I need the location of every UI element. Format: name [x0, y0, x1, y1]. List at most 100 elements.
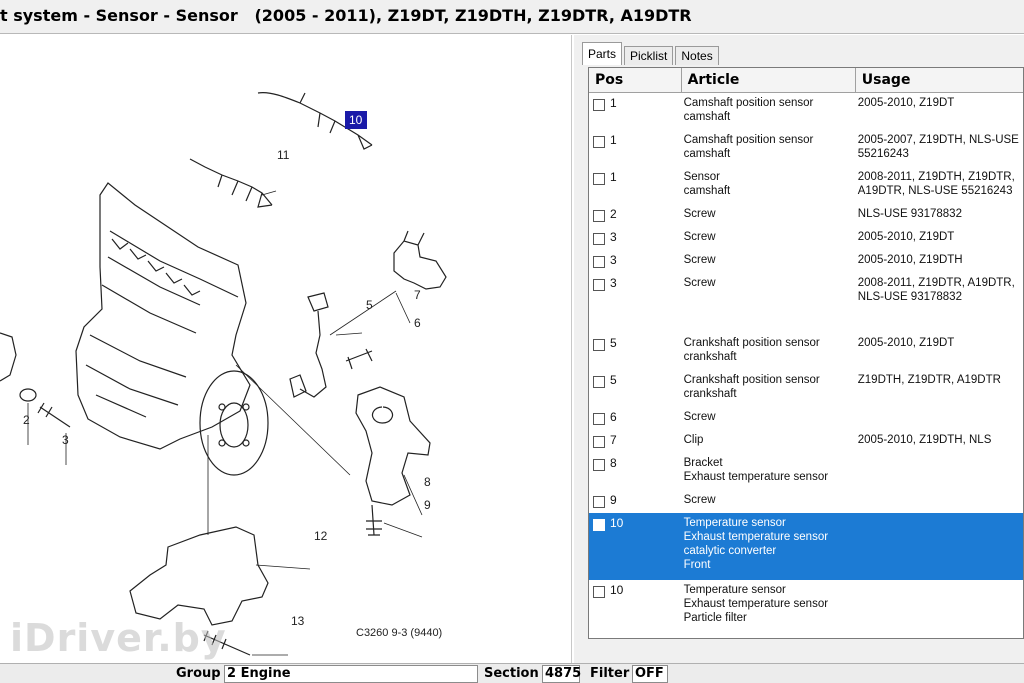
row-checkbox[interactable] [593, 459, 605, 471]
part-9-screw [366, 504, 382, 536]
row-article-line: Clip [683, 434, 704, 446]
column-header-article[interactable]: Article [682, 68, 856, 92]
row-article-line: Bracket [683, 457, 723, 469]
row-usage-cell [856, 407, 1023, 430]
row-usage-cell: 2008-2011, Z19DTR, A19DTR,NLS-USE 931788… [856, 273, 1023, 333]
tab-bar: Parts Picklist Notes [582, 41, 721, 65]
row-usage-cell: 2005-2010, Z19DT [856, 227, 1023, 250]
row-article-line: camshaft [683, 148, 731, 160]
row-pos-cell: 1 [589, 167, 682, 204]
row-article-line: Screw [683, 208, 716, 220]
part-10-sensor [257, 92, 373, 150]
part-6-screw [345, 348, 373, 370]
row-pos-cell: 1 [589, 130, 682, 167]
row-pos: 3 [610, 276, 617, 290]
group-field[interactable]: 2 Engine [224, 665, 478, 683]
row-usage-line: 2005-2010, Z19DT [857, 97, 955, 109]
row-usage-cell [856, 580, 1023, 632]
callout-2[interactable]: 2 [23, 413, 30, 427]
row-pos-cell: 8 [589, 453, 682, 490]
filter-field[interactable]: OFF [632, 665, 668, 683]
tab-notes[interactable]: Notes [675, 46, 719, 65]
part-5-sensor [289, 292, 329, 398]
callout-6[interactable]: 6 [414, 316, 421, 330]
callout-11[interactable]: 11 [277, 148, 290, 162]
row-usage-line: A19DTR, NLS-USE 55216243 [857, 185, 1013, 197]
section-field[interactable]: 4875 [542, 665, 581, 683]
row-pos: 1 [610, 96, 617, 110]
group-label: Group [176, 666, 221, 681]
row-pos: 1 [610, 170, 617, 184]
row-checkbox[interactable] [593, 376, 605, 388]
callout-8[interactable]: 8 [424, 475, 431, 489]
row-checkbox[interactable] [593, 136, 605, 148]
row-checkbox[interactable] [593, 496, 605, 508]
tab-picklist[interactable]: Picklist [624, 46, 674, 65]
callout-12[interactable]: 12 [314, 529, 328, 543]
row-article-line: Screw [683, 411, 716, 423]
row-checkbox[interactable] [593, 210, 605, 222]
row-article-cell: Screw [682, 273, 856, 333]
row-checkbox[interactable] [593, 279, 605, 291]
row-article-line: Exhaust temperature sensor [683, 531, 829, 543]
column-header-usage[interactable]: Usage [861, 72, 911, 88]
row-checkbox[interactable] [593, 413, 605, 425]
callout-7[interactable]: 7 [414, 288, 421, 302]
callout-10[interactable]: 10 [349, 113, 363, 127]
tab-parts[interactable]: Parts [582, 42, 623, 65]
callout-13[interactable]: 13 [291, 614, 305, 628]
row-checkbox[interactable] [593, 436, 605, 448]
row-pos-cell: 10 [589, 580, 682, 632]
window-title: t system - Sensor - Sensor (2005 - 2011)… [0, 0, 1024, 34]
row-pos: 5 [610, 373, 617, 387]
row-article-line: Sensor [683, 171, 721, 183]
row-pos: 8 [610, 456, 617, 470]
row-article-line: Exhaust temperature sensor [683, 598, 829, 610]
parts-diagram[interactable]: 10 11 5 7 6 2 3 8 9 12 13 C3260 9-3 (944… [0, 35, 572, 663]
column-header-pos[interactable]: Pos [589, 68, 682, 92]
row-pos-cell: 5 [589, 333, 682, 370]
status-bar: Group 2 Engine Section 4875 Filter OFF [0, 663, 1024, 683]
row-pos-cell: 10 [589, 513, 682, 580]
callout-5[interactable]: 5 [366, 298, 373, 312]
callout-9[interactable]: 9 [424, 498, 431, 512]
part-13-screw [203, 630, 251, 656]
row-checkbox[interactable] [593, 173, 605, 185]
row-checkbox[interactable] [593, 256, 605, 268]
row-pos: 2 [610, 207, 617, 221]
row-checkbox[interactable] [593, 99, 605, 111]
row-checkbox[interactable] [593, 233, 605, 245]
parts-panel: Parts Picklist Notes Pos Article Usage 1… [574, 35, 1024, 663]
row-pos-cell: 9 [589, 490, 682, 513]
row-checkbox[interactable] [593, 519, 605, 531]
row-article-cell: Screw [682, 250, 856, 273]
part-11-sensor [189, 158, 273, 208]
row-checkbox[interactable] [593, 339, 605, 351]
row-checkbox[interactable] [593, 586, 605, 598]
part-7-clip [393, 230, 447, 290]
row-pos-cell: 3 [589, 250, 682, 273]
callout-3[interactable]: 3 [62, 433, 69, 447]
